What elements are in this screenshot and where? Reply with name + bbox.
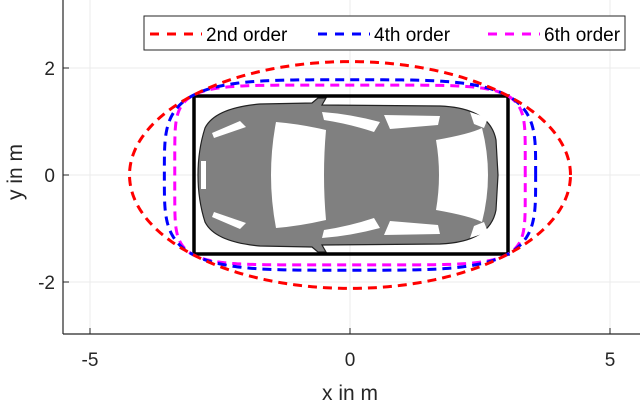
y-tick-label: 2 (44, 59, 55, 80)
y-tick-label: 0 (44, 166, 55, 187)
car-silhouette (197, 97, 499, 253)
legend-label: 2nd order (206, 25, 288, 46)
x-tick-label: 5 (605, 350, 616, 371)
curve-2nd-order (128, 60, 572, 290)
y-tick-label: -2 (38, 273, 55, 294)
x-tick-label: -5 (82, 350, 99, 371)
axes (62, 0, 640, 335)
vehicle-bounding-box (192, 94, 510, 256)
superellipse-curves (128, 60, 572, 290)
curve-4th-order (162, 78, 538, 272)
legend-label: 6th order (544, 25, 621, 46)
legend-label: 4th order (374, 25, 451, 46)
x-axis-label: x in m (322, 382, 378, 403)
y-axis-label: y in m (4, 144, 27, 200)
legend: 2nd order 4th order 6th order (143, 15, 626, 51)
tick-labels: -5 0 5 -2 0 2 (38, 59, 615, 371)
x-tick-label: 0 (345, 350, 356, 371)
